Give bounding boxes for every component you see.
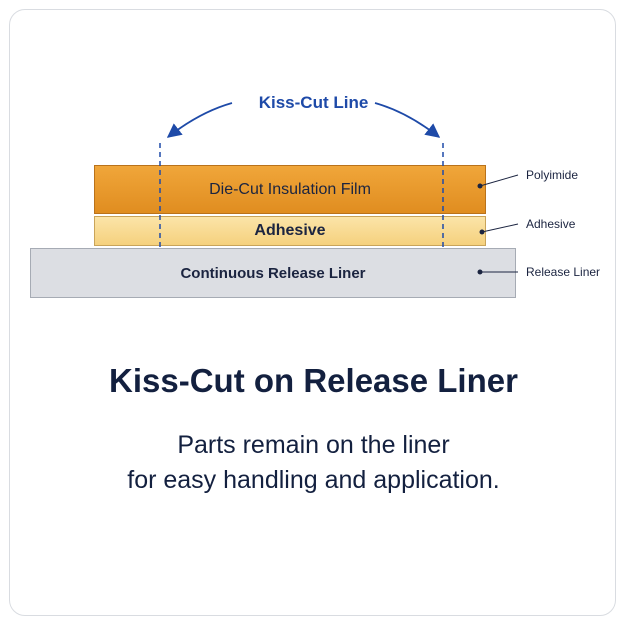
subtitle: Parts remain on the liner for easy handl… [0, 428, 627, 498]
kiss-cut-label: Kiss-Cut Line [258, 93, 369, 112]
subtitle-line-2: for easy handling and application. [127, 466, 500, 494]
release-liner-layer-label: Continuous Release Liner [180, 264, 366, 282]
adhesive-callout: Adhesive [526, 217, 576, 231]
polyimide-callout: Polyimide [526, 168, 579, 182]
adhesive-leader [481, 223, 519, 233]
insulation-film-layer-label: Die-Cut Insulation Film [209, 180, 371, 198]
adhesive-leader-dot [479, 229, 485, 235]
release-liner-callout: Release Liner [526, 265, 601, 279]
adhesive-layer: Adhesive [94, 216, 486, 246]
subtitle-line-1: Parts remain on the liner [177, 431, 450, 459]
polyimide-leader-dot [477, 183, 483, 189]
polyimide-leader [479, 174, 519, 187]
adhesive-layer-label: Adhesive [254, 222, 326, 239]
kiss-cut-arrow-right [374, 102, 441, 138]
page-title: Kiss-Cut on Release Liner [109, 362, 518, 399]
diagram-card [9, 9, 616, 616]
release-liner-leader-dot [477, 269, 483, 275]
kiss-cut-arrow-left [166, 102, 233, 138]
release-liner-layer: Continuous Release Liner [30, 248, 516, 298]
